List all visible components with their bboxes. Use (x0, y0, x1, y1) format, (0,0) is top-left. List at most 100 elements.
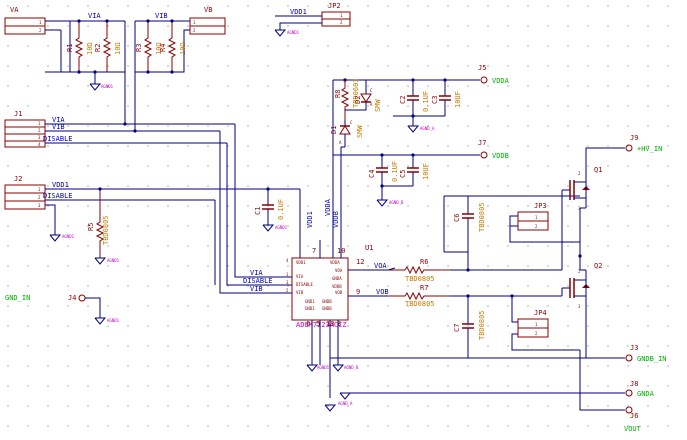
net-vib-j1: VIB (52, 123, 65, 131)
svg-text:GND1: GND1 (305, 306, 315, 311)
j2-body (4, 184, 46, 210)
svg-text:GNDA: GNDA (332, 276, 342, 281)
capacitor-c1[interactable]: C1 0.1UF (254, 189, 285, 225)
svg-text:9: 9 (356, 288, 360, 296)
svg-text:A: A (370, 102, 373, 107)
va-ref-label: VA (10, 6, 19, 14)
j4-ref: J4 (68, 294, 76, 302)
r2-ref: R2 (94, 44, 102, 52)
svg-text:GNDB: GNDB (322, 299, 332, 304)
capacitor-c5[interactable]: C5 10UF (399, 155, 430, 186)
j8-label: GNDA (637, 390, 655, 398)
terminal-j9[interactable]: J9 +HV_IN (625, 134, 662, 153)
svg-text:VDD1: VDD1 (296, 260, 306, 265)
r3-ref: R3 (135, 44, 143, 52)
svg-text:GNDB: GNDB (322, 306, 332, 311)
net-vob: VOB (376, 288, 389, 296)
jumper-jp3[interactable]: JP3 1 2 (517, 202, 549, 231)
terminal-j3[interactable]: J3 GNDB_IN (625, 344, 667, 363)
j2-ref: J2 (14, 175, 22, 183)
capacitor-c2[interactable]: C2 0.1UF (399, 80, 430, 116)
net-via-top: VIA (88, 12, 101, 20)
net-vib-u1: VIB (250, 285, 263, 293)
c2-ref: C2 (399, 96, 407, 104)
terminal-j6[interactable]: J6 VOUT (624, 406, 642, 433)
svg-text:1: 1 (535, 215, 538, 220)
resistor-r3[interactable]: R3 10Ω (135, 21, 163, 72)
svg-text:AGND_B: AGND_B (389, 200, 404, 205)
svg-text:AGND1: AGND1 (275, 225, 288, 230)
j3-label: GNDB_IN (637, 355, 667, 363)
jumper-jp2[interactable]: JP2 1 2 (321, 2, 351, 27)
terminal-j7[interactable]: J7 VDDB (470, 139, 509, 160)
net-vib-top: VIB (155, 12, 168, 20)
svg-text:AGND_B: AGND_B (344, 365, 359, 370)
connector-j1[interactable]: J1 1 2 3 4 (4, 110, 46, 148)
connector-va[interactable]: VA 1 2 (4, 6, 46, 35)
d1-ref: D1 (330, 126, 338, 134)
r4-ref: R4 (159, 44, 167, 52)
r5-ref: R5 (87, 223, 95, 231)
resistor-r6[interactable]: R6 TBD0805 (388, 258, 450, 283)
resistor-r2[interactable]: R2 10Ω (94, 21, 122, 72)
r7-ref: R7 (420, 284, 428, 292)
svg-text:1: 1 (38, 187, 41, 192)
j8-ref: J8 (630, 380, 638, 388)
va-pin2: 2 (39, 28, 42, 33)
connector-j2[interactable]: J2 1 2 3 (4, 175, 46, 210)
svg-text:VDDB: VDDB (332, 284, 342, 289)
c6-ref: C6 (453, 214, 461, 222)
svg-text:3: 3 (286, 280, 289, 285)
j4-label: GND_IN (5, 294, 30, 302)
ground-symbol: AGND1 (306, 364, 330, 372)
svg-text:8: 8 (337, 320, 341, 328)
ground-symbol: AGND_B (332, 364, 359, 372)
ground-symbol (324, 404, 337, 412)
svg-text:C: C (370, 88, 373, 93)
d1-value: SMW (356, 125, 364, 138)
c7-value: TBD0805 (478, 310, 486, 340)
capacitor-c6[interactable]: C6 TBD0805 (453, 196, 486, 270)
jumper-jp4[interactable]: JP4 1 2 (517, 309, 549, 338)
terminal-j8[interactable]: J8 GNDA (625, 380, 655, 398)
svg-text:GND1: GND1 (305, 299, 315, 304)
resistor-r4[interactable]: R4 10Ω (159, 21, 187, 72)
diode-d2[interactable]: D2 SMW C A (345, 80, 382, 112)
ground-symbol: AGND1 (262, 224, 288, 232)
r7-value: TBD0805 (405, 300, 435, 308)
svg-text:VOA: VOA (335, 268, 343, 273)
vb-ref-label: VB (204, 6, 212, 14)
c6-value: TBD0805 (478, 202, 486, 232)
u1-ref: U1 (365, 244, 373, 252)
capacitor-c3[interactable]: C3 10UF (431, 80, 462, 116)
net-disable-j1: DISABLE (43, 135, 73, 143)
ground-symbol: AGND_B (376, 199, 404, 207)
resistor-r1[interactable]: R1 10Ω (66, 21, 94, 72)
connector-vb[interactable]: VB 1 2 (189, 6, 226, 35)
diode-d1[interactable]: D1 SMW C A (330, 120, 364, 147)
svg-text:AGND1: AGND1 (107, 318, 120, 323)
ground-symbol: AGND_A (407, 125, 435, 133)
u1-pin-vdd1-top: VDD1 (306, 211, 314, 228)
terminal-j5[interactable]: J5 VDDA (470, 64, 510, 85)
jp3-ref: JP3 (534, 202, 547, 210)
j6-ref: J6 (630, 412, 638, 420)
j6-label: VOUT (624, 425, 642, 433)
capacitor-c7[interactable]: C7 TBD0805 (453, 296, 486, 358)
resistor-r5[interactable]: R5 TBD0805 (87, 189, 110, 258)
resistor-r7[interactable]: R7 TBD0805 (388, 284, 450, 308)
u1-pin-vddb-top: VDDB (332, 211, 340, 228)
svg-text:VIA: VIA (296, 274, 304, 279)
mosfet-q2[interactable]: Q2 2 3 (562, 262, 602, 309)
svg-text:5: 5 (316, 320, 320, 328)
svg-text:3: 3 (38, 203, 41, 208)
svg-text:1: 1 (38, 121, 41, 126)
svg-text:2: 2 (38, 128, 41, 133)
svg-text:1: 1 (340, 13, 343, 18)
svg-text:12: 12 (356, 258, 364, 266)
net-voa: VOA (374, 262, 387, 270)
svg-text:3: 3 (38, 135, 41, 140)
ic-u1[interactable]: U1 ADUM7223ACCZ VDD1 VDDA VDDB VDD1 VIA … (286, 198, 373, 329)
r8-ref: R8 (334, 90, 342, 98)
resistor-r8[interactable]: R8 TBD0603 (334, 78, 360, 120)
